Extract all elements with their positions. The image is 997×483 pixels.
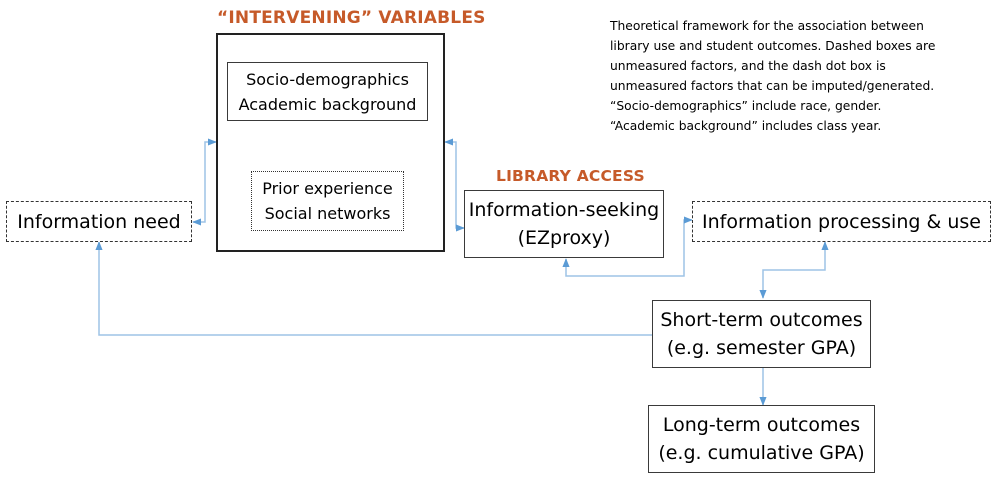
edge-infoseeking-infoprocessing bbox=[562, 216, 693, 277]
node-label: Information-seeking bbox=[468, 199, 660, 221]
caption-line: library use and student outcomes. Dashed… bbox=[610, 39, 936, 53]
edge-infoprocessing-shortterm bbox=[759, 241, 829, 299]
caption-line: Theoretical framework for the associatio… bbox=[610, 19, 924, 33]
intervening-variables-heading: “INTERVENING” VARIABLES bbox=[217, 8, 486, 28]
node-label: Prior experience bbox=[262, 179, 393, 198]
node-label: Short-term outcomes bbox=[660, 309, 863, 331]
node-label: (e.g. semester GPA) bbox=[666, 337, 857, 359]
node-short-term-outcomes: Short-term outcomes (e.g. semester GPA) bbox=[652, 300, 871, 368]
edge-shortterm-infoneed bbox=[95, 241, 652, 336]
edge-intervening-infoseeking bbox=[444, 138, 465, 232]
node-label: Social networks bbox=[264, 204, 391, 223]
node-label: Information need bbox=[17, 210, 181, 233]
node-information-processing: Information processing & use bbox=[692, 201, 991, 242]
caption-line: unmeasured factors that can be imputed/g… bbox=[610, 79, 935, 93]
node-label: Long-term outcomes bbox=[662, 414, 861, 436]
caption-line: unmeasured factors, and the dash dot box… bbox=[610, 59, 886, 73]
node-label: Academic background bbox=[238, 94, 417, 114]
node-socio-demographics: Socio-demographics Academic background bbox=[227, 62, 428, 121]
node-label: (e.g. cumulative GPA) bbox=[658, 442, 865, 464]
caption-line: “Academic background” includes class yea… bbox=[610, 119, 882, 133]
node-label: (EZproxy) bbox=[517, 227, 611, 249]
library-access-heading: LIBRARY ACCESS bbox=[496, 167, 645, 185]
caption-line: “Socio-demographics” include race, gende… bbox=[610, 99, 882, 113]
node-information-need: Information need bbox=[6, 201, 192, 242]
node-label: Socio-demographics bbox=[246, 69, 409, 89]
node-label: Information processing & use bbox=[702, 210, 981, 233]
edge-infoneed-intervening bbox=[192, 138, 217, 226]
node-prior-experience: Prior experience Social networks bbox=[251, 171, 404, 231]
node-long-term-outcomes: Long-term outcomes (e.g. cumulative GPA) bbox=[648, 405, 875, 473]
figure-caption: Theoretical framework for the associatio… bbox=[610, 16, 997, 136]
node-information-seeking: Information-seeking (EZproxy) bbox=[464, 190, 664, 258]
